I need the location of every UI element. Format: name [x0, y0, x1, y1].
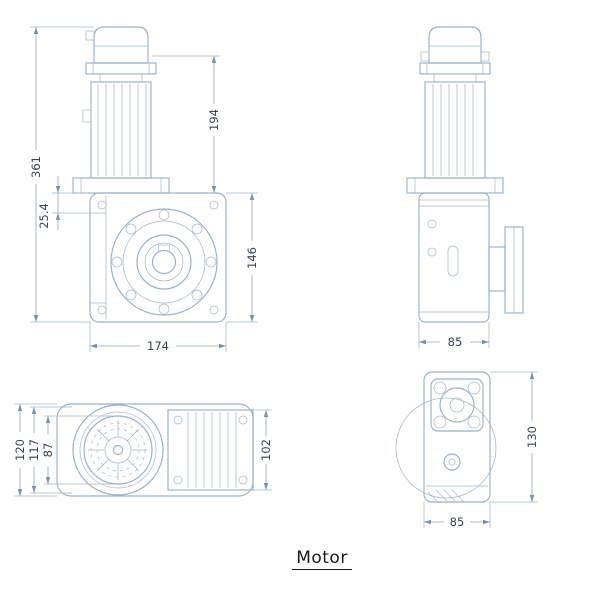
top-view	[56, 403, 254, 497]
motor-fins-side	[432, 84, 474, 176]
dim-top-body: 117	[27, 439, 41, 461]
motor-body	[82, 81, 152, 179]
worm-wheel-ghost-circle	[395, 397, 497, 499]
side-slot	[447, 245, 459, 277]
front-view	[72, 26, 227, 323]
input-flange-face	[430, 378, 484, 432]
side-dimensions: 85	[418, 322, 490, 349]
face-dimensions: 130 85	[423, 371, 539, 529]
drawing-title-row: Motor	[0, 548, 600, 570]
motor-fins	[97, 84, 147, 176]
lifting-lug	[82, 109, 92, 123]
output-hub-side	[488, 226, 524, 314]
terminal-cap-side	[420, 26, 490, 64]
fan-grille	[88, 420, 148, 480]
motor-flange-side	[406, 177, 504, 194]
dim-foot-length: 102	[259, 439, 273, 461]
side-view	[406, 26, 524, 323]
dim-top-overall: 120	[13, 439, 27, 461]
terminal-cap	[85, 26, 149, 64]
dim-fan-diameter: 87	[41, 443, 55, 458]
dim-face-height: 130	[525, 426, 539, 448]
dim-side-width: 85	[448, 335, 463, 349]
dim-gearbox-width: 174	[147, 339, 169, 353]
motor-body-side	[424, 81, 486, 179]
motor-flange	[72, 177, 170, 194]
dim-motor-height: 194	[207, 109, 221, 131]
gearbox-face-body	[423, 371, 491, 503]
output-flange-circle	[110, 208, 218, 316]
fin-block-top	[167, 409, 254, 491]
cap-plate	[85, 62, 157, 83]
gearbox-housing-side	[418, 192, 490, 323]
dim-gearbox-height: 146	[245, 247, 259, 269]
face-lower-details	[426, 453, 488, 503]
front-dimensions: 361 194 25.4 146 174	[29, 26, 259, 353]
dim-total-height: 361	[29, 156, 43, 178]
dim-input-offset: 25.4	[37, 203, 51, 229]
drawing-title: Motor	[292, 548, 352, 570]
shaft-keyway	[158, 244, 170, 251]
dim-face-width: 85	[450, 515, 465, 529]
top-dimensions: 120 117 87 102	[13, 403, 273, 497]
flange-bolt-holes	[111, 209, 217, 315]
face-view	[395, 371, 497, 503]
output-shaft-bore	[151, 249, 177, 275]
gearbox-housing-front	[89, 192, 227, 323]
fan-cover	[72, 404, 164, 496]
cap-plate-side	[419, 62, 491, 83]
